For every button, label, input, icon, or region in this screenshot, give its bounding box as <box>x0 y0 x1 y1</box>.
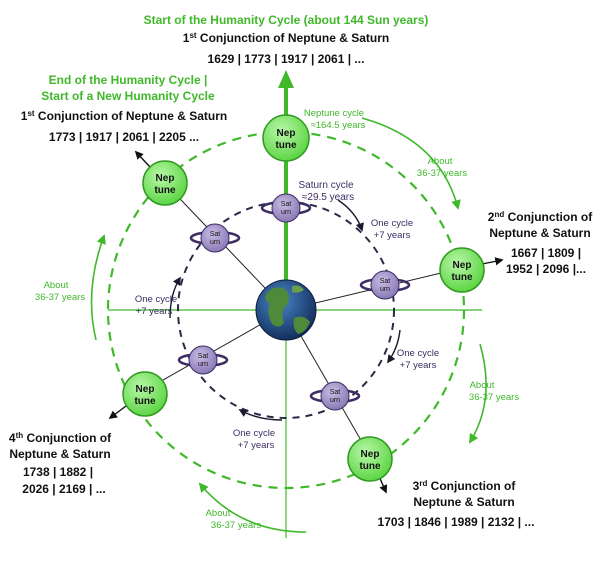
about-left-2: 36-37 years <box>35 292 85 303</box>
saturn-lower-left-label-1: Sat <box>198 353 209 360</box>
fourth-conjunction-label-2: Neptune & Saturn <box>9 447 110 461</box>
inner-arrow-4 <box>169 276 181 319</box>
top-conjunction-label: 1st Conjunction of Neptune & Saturn <box>183 31 389 46</box>
saturn-cycle-line-2: ≈29.5 years <box>302 192 354 203</box>
saturn-upper-left <box>189 223 241 253</box>
about-bottom-right-2: 36-37 years <box>469 392 519 403</box>
neptune-end <box>142 160 188 206</box>
saturn-lower-left-label-2: urn <box>198 361 208 368</box>
neptune-second-label-2: tune <box>451 272 473 283</box>
neptune-third-label-2: tune <box>359 461 381 472</box>
saturn-lower-right <box>309 381 361 411</box>
saturn-right-label-2: urn <box>380 286 390 293</box>
neptune-end-label-2: tune <box>154 185 176 196</box>
humanity-cycle-start-title: Start of the Humanity Cycle (about 144 S… <box>144 13 429 27</box>
end-conjunction-label: 1st Conjunction of Neptune & Saturn <box>21 109 227 124</box>
start-arrow-head <box>278 70 294 88</box>
inner-arrow-1 <box>337 199 364 232</box>
end-cycle-line-2: Start of a New Humanity Cycle <box>41 89 215 103</box>
neptune-end-label-1: Nep <box>156 173 175 184</box>
saturn-top <box>260 193 312 223</box>
one-cycle-left-2: +7 years <box>136 306 173 317</box>
fourth-years-2: 2026 | 2169 | ... <box>22 482 105 496</box>
arrow-fourth-to-end <box>90 234 106 341</box>
third-conjunction-label-2: Neptune & Saturn <box>413 495 514 509</box>
second-years-1: 1667 | 1809 | <box>511 246 581 260</box>
saturn-upper-left-label-1: Sat <box>210 231 221 238</box>
arrow-third-to-fourth <box>198 482 307 533</box>
neptune-fourth-label-2: tune <box>134 396 156 407</box>
end-cycle-line-1: End of the Humanity Cycle | <box>49 73 208 87</box>
fourth-years-1: 1738 | 1882 | <box>23 465 93 479</box>
neptune-third-label-1: Nep <box>361 449 380 460</box>
second-conjunction-label: 2nd Conjunction of <box>488 210 593 225</box>
saturn-right <box>359 270 411 300</box>
about-bottom-left-2: 36-37 years <box>211 520 261 531</box>
neptune-fourth-label-1: Nep <box>136 384 155 395</box>
fourth-outward-arrow <box>108 405 127 420</box>
arrow-second-to-third <box>468 343 487 444</box>
neptune-top <box>262 114 310 162</box>
about-left-1: About <box>44 280 69 291</box>
arrow-top-to-second <box>361 117 461 210</box>
fourth-conjunction-label: 4th Conjunction of <box>9 431 112 446</box>
second-conjunction-label-2: Neptune & Saturn <box>489 226 590 240</box>
neptune-top-label-1: Nep <box>277 128 296 139</box>
neptune-second-label-1: Nep <box>453 260 472 271</box>
end-conjunction-years: 1773 | 1917 | 2061 | 2205 ... <box>49 130 199 144</box>
one-cycle-right-1: One cycle <box>397 348 439 359</box>
about-bottom-right-1: About <box>470 380 495 391</box>
saturn-right-label-1: Sat <box>380 278 391 285</box>
saturn-top-label-1: Sat <box>281 201 292 208</box>
second-outward-arrow <box>481 257 504 266</box>
about-top-right-2: 36-37 years <box>417 168 467 179</box>
one-cycle-upper-right-1: One cycle <box>371 218 413 229</box>
second-years-2: 1952 | 2096 |... <box>506 262 586 276</box>
neptune-cycle-line-2: ≈164.5 years <box>311 120 366 131</box>
about-bottom-left-1: About <box>206 508 231 519</box>
third-years: 1703 | 1846 | 1989 | 2132 | ... <box>378 515 535 529</box>
end-outward-arrow <box>134 150 151 168</box>
earth <box>255 279 317 341</box>
neptune-fourth <box>122 371 168 417</box>
saturn-lower-right-label-1: Sat <box>330 389 341 396</box>
one-cycle-right-2: +7 years <box>400 360 437 371</box>
one-cycle-left-1: One cycle <box>135 294 177 305</box>
third-conjunction-label: 3rd Conjunction of <box>413 479 517 494</box>
inner-arrow-2 <box>387 329 401 364</box>
neptune-second <box>439 247 485 293</box>
about-top-right-1: About <box>428 156 453 167</box>
one-cycle-bottom-2: +7 years <box>238 440 275 451</box>
saturn-lower-right-label-2: urn <box>330 397 340 404</box>
one-cycle-upper-right-2: +7 years <box>374 230 411 241</box>
neptune-top-label-2: tune <box>275 140 297 151</box>
saturn-lower-left <box>177 345 229 375</box>
top-conjunction-years: 1629 | 1773 | 1917 | 2061 | ... <box>208 52 365 66</box>
saturn-top-label-2: urn <box>281 209 291 216</box>
neptune-cycle-line-1: Neptune cycle <box>304 108 364 119</box>
inner-arrow-3 <box>238 409 283 421</box>
neptune-third <box>347 436 393 482</box>
saturn-upper-left-label-2: urn <box>210 239 220 246</box>
one-cycle-bottom-1: One cycle <box>233 428 275 439</box>
saturn-cycle-line-1: Saturn cycle <box>298 180 353 191</box>
